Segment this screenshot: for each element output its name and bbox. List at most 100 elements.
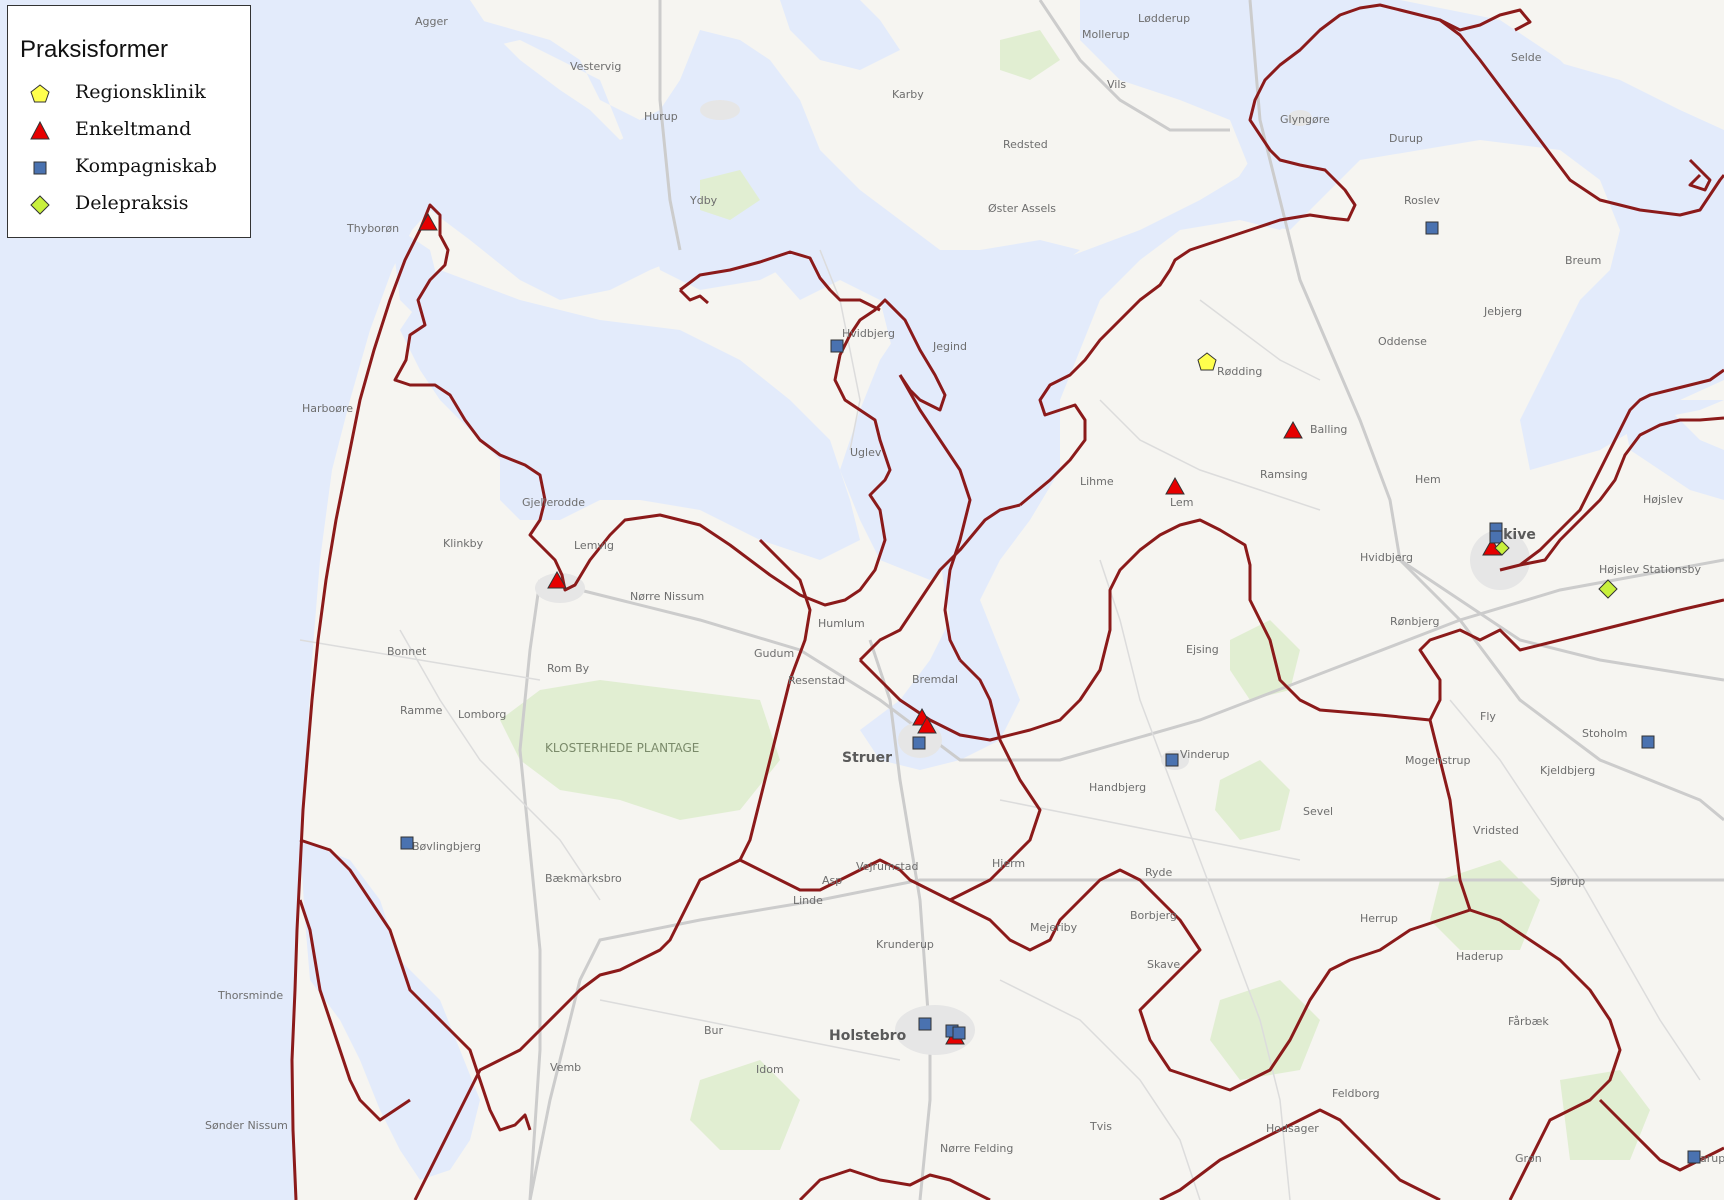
place-label: Sjørup: [1550, 875, 1585, 888]
delepraksis-marker[interactable]: [1494, 540, 1510, 556]
place-label: Stoholm: [1582, 727, 1628, 740]
pentagon-icon: [30, 84, 50, 103]
kompagniskab-marker[interactable]: [1641, 735, 1655, 749]
place-label: Haderup: [1456, 950, 1503, 963]
kompagniskab-marker[interactable]: [400, 836, 414, 850]
place-label: Karup: [1693, 1152, 1724, 1165]
place-label: Nørre Nissum: [630, 590, 704, 603]
place-label: Roslev: [1404, 194, 1440, 207]
kompagniskab-marker[interactable]: [1687, 1150, 1701, 1164]
place-label: Bøvlingbjerg: [412, 840, 481, 853]
delepraksis-marker[interactable]: [1598, 579, 1618, 599]
place-label: Holstebro: [829, 1028, 907, 1044]
place-label: Højslev: [1643, 493, 1684, 506]
kompagniskab-marker[interactable]: [912, 736, 926, 750]
place-label: Vridsted: [1473, 824, 1519, 837]
enkeltmand-marker[interactable]: [917, 715, 937, 734]
place-label: Bremdal: [912, 673, 958, 686]
minor-roads: [299, 249, 1701, 1200]
place-label: Karby: [892, 88, 924, 101]
place-label: Hodsager: [1266, 1122, 1319, 1135]
place-label: Glyngøre: [1280, 113, 1330, 126]
practice-markers[interactable]: [400, 212, 1701, 1164]
place-label: Resenstad: [788, 674, 845, 687]
place-label: Jebjerg: [1483, 305, 1522, 318]
place-label: Rønbjerg: [1390, 615, 1439, 628]
roads: [518, 0, 1724, 1200]
enkeltmand-marker[interactable]: [547, 570, 567, 589]
place-label: Durup: [1389, 132, 1423, 145]
diamond-icon: [30, 195, 50, 215]
place-label: Nørre Felding: [940, 1142, 1013, 1155]
place-label: Kjeldbjerg: [1540, 764, 1595, 777]
place-label: Rom By: [547, 662, 590, 675]
legend-label: Delepraksis: [75, 192, 189, 214]
regionsklinik-marker[interactable]: [1197, 352, 1217, 371]
place-label: Krunderup: [876, 938, 934, 951]
forest-patches: [500, 30, 1650, 1160]
place-label: Selde: [1511, 51, 1542, 64]
place-label: Vestervig: [570, 60, 621, 73]
square-icon: [33, 161, 47, 175]
place-label: Gjellerodde: [522, 496, 585, 509]
place-label: Bur: [704, 1024, 724, 1037]
place-label: Skive: [1493, 527, 1536, 543]
place-label: Harboøre: [302, 402, 353, 415]
place-label: Thorsminde: [217, 989, 283, 1002]
place-label: Mogenstrup: [1405, 754, 1470, 767]
place-label: Jegind: [932, 340, 967, 353]
place-label: Gudum: [754, 647, 794, 660]
municipal-boundaries: [290, 3, 1724, 1200]
kompagniskab-marker[interactable]: [1489, 530, 1503, 544]
place-label: Idom: [756, 1063, 784, 1076]
place-label: Klinkby: [443, 537, 484, 550]
map-legend: Praksisformer Regionsklinik Enkeltmand K…: [7, 5, 251, 238]
place-label: Thyborøn: [346, 222, 399, 235]
place-label: Lem: [1170, 496, 1193, 509]
kompagniskab-marker[interactable]: [1425, 221, 1439, 235]
place-label: Mejeriby: [1030, 921, 1078, 934]
legend-label: Kompagniskab: [75, 155, 217, 177]
place-label: Hem: [1415, 473, 1441, 486]
place-label: Skave: [1147, 958, 1180, 971]
place-label: Oddense: [1378, 335, 1427, 348]
place-label: Herrup: [1360, 912, 1398, 925]
place-label: Hvidbjerg: [842, 327, 895, 340]
place-label: Vinderup: [1180, 748, 1230, 761]
kompagniskab-marker[interactable]: [1165, 753, 1179, 767]
enkeltmand-marker[interactable]: [1165, 476, 1185, 495]
place-label: Linde: [793, 894, 823, 907]
place-label: Bækmarksbro: [545, 872, 622, 885]
place-label: Lihme: [1080, 475, 1114, 488]
kompagniskab-marker[interactable]: [918, 1017, 932, 1031]
place-label: Ydby: [689, 194, 718, 207]
enkeltmand-marker[interactable]: [1283, 420, 1303, 439]
legend-title: Praksisformer: [20, 36, 169, 63]
place-label: Fårbæk: [1508, 1015, 1549, 1028]
place-label: Lomborg: [458, 708, 506, 721]
legend-item-kompagniskab: Kompagniskab: [8, 152, 248, 182]
place-label: Ejsing: [1186, 643, 1219, 656]
place-label: Struer: [842, 750, 892, 766]
place-label: Hvidbjerg: [1360, 551, 1413, 564]
legend-item-enkeltmand: Enkeltmand: [8, 115, 248, 145]
place-label: Uglev: [850, 446, 882, 459]
place-label: Borbjerg: [1130, 909, 1177, 922]
place-label: Grøn: [1515, 1152, 1542, 1165]
kompagniskab-marker[interactable]: [830, 339, 844, 353]
place-label: Feldborg: [1332, 1087, 1380, 1100]
place-label: Asp: [822, 874, 842, 887]
place-label: Vemb: [550, 1061, 581, 1074]
place-label: Ryde: [1145, 866, 1173, 879]
triangle-icon: [30, 120, 50, 140]
legend-label: Regionsklinik: [75, 81, 206, 103]
place-label: Lemvig: [574, 539, 614, 552]
place-label: Øster Assels: [988, 202, 1056, 215]
kompagniskab-marker[interactable]: [952, 1026, 966, 1040]
place-label: Balling: [1310, 423, 1347, 436]
place-label: Bonnet: [387, 645, 427, 658]
place-label: Fly: [1480, 710, 1496, 723]
enkeltmand-marker[interactable]: [418, 212, 438, 231]
place-label: Ramme: [400, 704, 443, 717]
